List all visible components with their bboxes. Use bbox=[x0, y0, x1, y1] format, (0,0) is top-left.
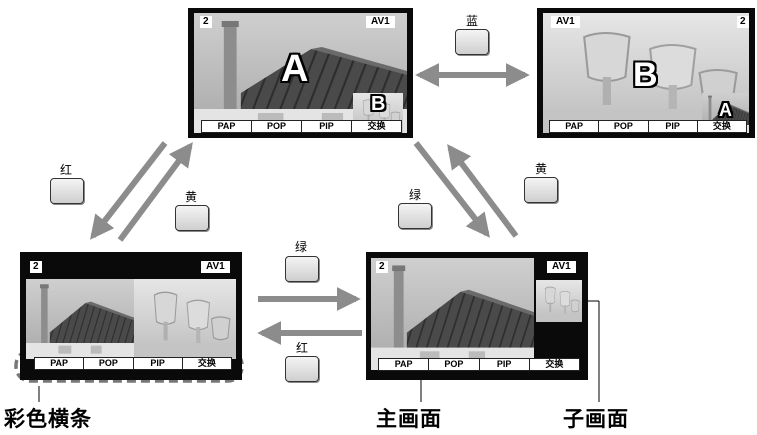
right-picture bbox=[134, 279, 236, 359]
blue-button-label: 蓝 bbox=[466, 14, 479, 28]
bar-item-pip[interactable]: PIP bbox=[302, 121, 351, 132]
left-picture bbox=[26, 279, 134, 359]
arrow-top-to-bottom-left bbox=[90, 141, 168, 240]
red-button[interactable] bbox=[285, 356, 319, 382]
bar-item-swap[interactable]: 交换 bbox=[529, 359, 579, 370]
bar-item-swap[interactable]: 交换 bbox=[352, 121, 401, 132]
channel-number: 2 bbox=[376, 261, 388, 273]
screen-top-center: 2 AV1 A B PAP POP PIP 交换 bbox=[188, 8, 413, 138]
bar-item-pap[interactable]: PAP bbox=[35, 358, 84, 369]
main-picture bbox=[371, 258, 534, 370]
green-button-label: 绿 bbox=[409, 188, 422, 202]
color-bar-caption: 彩色横条 bbox=[4, 406, 92, 431]
input-source: AV1 bbox=[551, 16, 580, 28]
yellow-button-label: 黄 bbox=[185, 190, 198, 204]
bar-item-pap[interactable]: PAP bbox=[379, 359, 429, 370]
sub-label: B bbox=[371, 93, 386, 115]
red-button[interactable] bbox=[50, 178, 84, 204]
green-button[interactable] bbox=[285, 256, 319, 282]
arrow-bottom-left-to-top bbox=[117, 142, 193, 242]
bar-item-pop[interactable]: POP bbox=[429, 359, 479, 370]
main-picture-caption: 主画面 bbox=[376, 406, 442, 431]
screen-top-right: AV1 2 B A PAP POP PIP 交换 bbox=[537, 8, 755, 138]
yellow-button[interactable] bbox=[175, 205, 209, 231]
screen-bottom-left: 2 AV1 PAP POP PIP 交换 bbox=[20, 252, 242, 380]
yellow-button-label: 黄 bbox=[535, 162, 548, 176]
color-bar: PAP POP PIP 交换 bbox=[34, 357, 232, 370]
bar-item-swap[interactable]: 交换 bbox=[697, 121, 746, 132]
blue-button[interactable] bbox=[455, 29, 489, 55]
bar-item-pap[interactable]: PAP bbox=[550, 121, 599, 132]
bar-item-pap[interactable]: PAP bbox=[202, 121, 251, 132]
color-bar: PAP POP PIP 交换 bbox=[549, 120, 747, 133]
input-source: AV1 bbox=[366, 16, 395, 28]
main-label: A bbox=[281, 48, 309, 90]
sub-picture-caption: 子画面 bbox=[563, 406, 629, 431]
screen-bottom-right: 2 AV1 PAP POP PIP 交换 bbox=[366, 252, 588, 380]
color-bar: PAP POP PIP 交换 bbox=[378, 358, 580, 371]
green-button[interactable] bbox=[398, 203, 432, 229]
yellow-button[interactable] bbox=[524, 177, 558, 203]
main-label: B bbox=[633, 56, 658, 94]
red-button-label: 红 bbox=[296, 341, 309, 355]
bar-item-pop[interactable]: POP bbox=[84, 358, 133, 369]
arrow-bottom-right-to-top bbox=[447, 144, 519, 238]
bar-item-pop[interactable]: POP bbox=[599, 121, 648, 132]
red-button-label: 红 bbox=[60, 163, 73, 177]
sub-picture bbox=[536, 280, 582, 322]
channel-number: 2 bbox=[30, 261, 42, 273]
bar-item-pop[interactable]: POP bbox=[252, 121, 301, 132]
sub-label: A bbox=[719, 100, 732, 120]
input-source: AV1 bbox=[547, 261, 576, 273]
green-button-label: 绿 bbox=[295, 240, 308, 254]
bar-item-pip[interactable]: PIP bbox=[133, 358, 182, 369]
color-bar: PAP POP PIP 交换 bbox=[201, 120, 402, 133]
channel-number: 2 bbox=[200, 16, 212, 28]
arrow-top-to-bottom-right bbox=[413, 141, 490, 238]
input-source: AV1 bbox=[201, 261, 230, 273]
channel-number: 2 bbox=[737, 16, 749, 28]
bar-item-pip[interactable]: PIP bbox=[648, 121, 697, 132]
bar-item-swap[interactable]: 交换 bbox=[182, 358, 231, 369]
bar-item-pip[interactable]: PIP bbox=[479, 359, 529, 370]
